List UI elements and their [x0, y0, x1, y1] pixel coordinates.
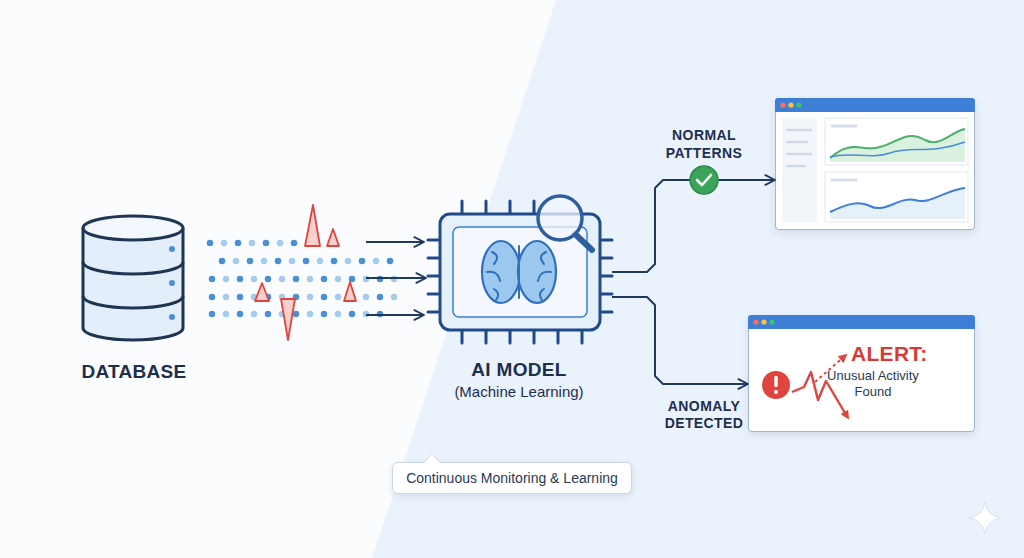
title-bar	[775, 98, 975, 112]
cylinder-top	[83, 216, 183, 240]
database-cylinder	[83, 216, 183, 340]
check-mark	[697, 175, 711, 185]
title-bar	[748, 315, 975, 329]
node-title: Continuous Monitoring & Learning	[393, 463, 631, 494]
alert-window	[748, 315, 975, 418]
window-dot	[761, 319, 766, 324]
node-title: ALERT:	[851, 341, 961, 367]
flow-connector	[188, 277, 426, 279]
sidebar	[782, 118, 817, 222]
chart-line	[830, 129, 965, 158]
anomaly-spike	[305, 205, 320, 246]
anomaly-spike	[281, 299, 295, 340]
warning-mark	[774, 376, 777, 387]
window-dot	[780, 102, 785, 107]
panel-header	[832, 125, 856, 128]
node-subtitle: Unusual Activity Found	[821, 368, 925, 400]
chart-area	[830, 188, 965, 219]
ai-model-node: AI MODEL(Machine Learning)	[426, 196, 612, 408]
anomaly-spike	[327, 229, 339, 246]
chip-icon	[428, 196, 612, 343]
data-dots	[210, 243, 398, 314]
warning-icon	[762, 371, 790, 399]
window-dot	[788, 102, 793, 107]
data-dots	[224, 243, 398, 314]
chart-line	[830, 188, 965, 212]
callout-pointer	[424, 453, 440, 463]
node-title: DATABASE	[54, 360, 214, 384]
magnifier-handle	[575, 234, 592, 250]
anomaly-spike	[344, 282, 356, 301]
node-subtitle: (Machine Learning)	[414, 381, 624, 403]
chart-panel	[825, 118, 968, 165]
edge-label: NORMAL PATTERNS	[649, 126, 759, 162]
check-badge	[690, 166, 718, 194]
status-dot	[169, 246, 175, 252]
cylinder-divider	[83, 262, 183, 308]
window-dot	[796, 102, 801, 107]
background-band	[372, 0, 1024, 558]
cylinder-body	[83, 228, 183, 340]
flow-connector	[612, 297, 748, 384]
flow-connector	[612, 180, 775, 272]
chip-core	[453, 227, 587, 317]
magnifier-lens	[538, 196, 582, 240]
dashboard-window	[775, 98, 975, 222]
node-title: AI MODEL	[414, 358, 624, 382]
data-stream	[210, 205, 398, 340]
database-node: DATABASE	[80, 214, 188, 386]
status-dot	[169, 314, 175, 320]
callout-pointer	[425, 462, 439, 464]
chart-area	[830, 129, 965, 162]
dashboard-window	[775, 98, 975, 230]
chart-line	[830, 142, 965, 157]
brain-lobe	[482, 241, 520, 303]
chip-pins	[428, 201, 612, 343]
brain-lobe	[518, 241, 556, 303]
callout-box: Continuous Monitoring & Learning	[392, 462, 632, 494]
anomaly-trend	[792, 372, 848, 418]
anomaly-spike	[255, 283, 269, 301]
anomaly-trend	[815, 355, 846, 382]
brain-folds	[487, 246, 551, 300]
flow-arrow	[366, 241, 424, 243]
chart-panel	[825, 172, 968, 222]
sparkle-mark	[969, 502, 1001, 534]
status-dot	[169, 280, 175, 286]
window-dot	[769, 319, 774, 324]
flow-arrow	[366, 314, 424, 316]
edge-label: ANOMALY DETECTED	[649, 398, 759, 432]
sidebar-lines	[787, 130, 811, 166]
check-circle	[690, 166, 718, 194]
alert-window: ALERT:Unusual Activity Found	[748, 315, 975, 432]
panel-header	[832, 179, 856, 182]
warning-mark	[774, 390, 778, 394]
chip-body	[440, 214, 600, 330]
window-dot	[753, 319, 758, 324]
